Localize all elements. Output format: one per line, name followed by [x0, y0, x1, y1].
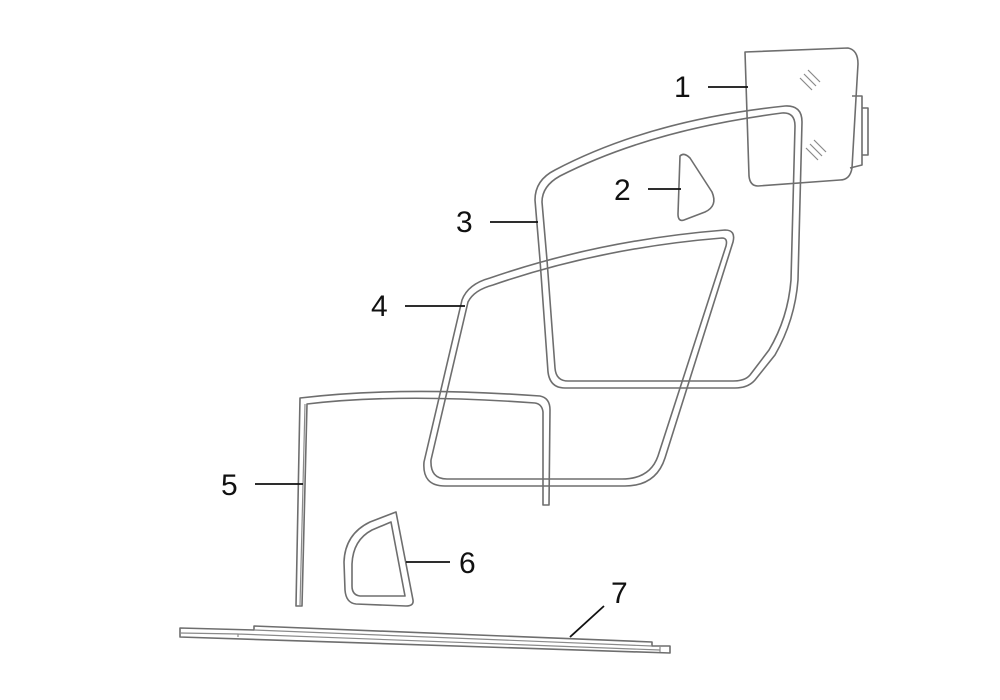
part-7-belt-moulding — [179, 625, 671, 654]
callout-label: 1 — [674, 71, 691, 104]
callout-6: 6 — [406, 547, 476, 580]
callout-label: 6 — [459, 547, 476, 580]
callout-label: 7 — [611, 577, 628, 610]
part-5-glass-run-channel — [295, 390, 551, 607]
callout-label: 4 — [371, 290, 388, 323]
callout-2: 2 — [614, 174, 681, 207]
part-6-quarter-glass — [343, 511, 414, 607]
callout-5: 5 — [221, 469, 303, 502]
part-2-small-window-glass — [677, 153, 715, 222]
callout-7: 7 — [569, 577, 628, 638]
part-3-door-frame-seal — [534, 105, 803, 389]
callout-label: 3 — [456, 206, 473, 239]
callout-1: 1 — [674, 71, 748, 104]
callout-4: 4 — [371, 290, 465, 323]
callout-3: 3 — [456, 206, 538, 239]
part-1-door-glass — [744, 47, 869, 187]
part-4-door-opening-seal — [423, 229, 735, 487]
callout-label: 5 — [221, 469, 238, 502]
callout-label: 2 — [614, 174, 631, 207]
